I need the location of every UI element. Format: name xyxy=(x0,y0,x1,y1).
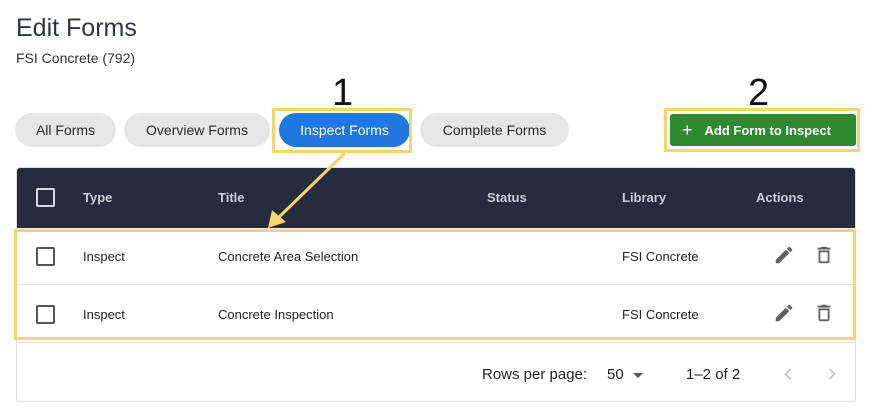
delete-trash-icon[interactable] xyxy=(813,244,835,266)
tab-overview-forms[interactable]: Overview Forms xyxy=(124,113,270,147)
previous-page-icon[interactable] xyxy=(777,363,799,385)
row-library: FSI Concrete xyxy=(622,249,699,264)
row-title: Concrete Area Selection xyxy=(218,249,359,264)
rows-per-page-label: Rows per page: xyxy=(482,366,588,383)
row-checkbox[interactable] xyxy=(36,247,55,266)
column-header-actions: Actions xyxy=(756,190,804,205)
pagination-range: 1–2 of 2 xyxy=(686,366,741,383)
row-library: FSI Concrete xyxy=(622,307,699,322)
table-pagination: Rows per page: 50 1–2 of 2 xyxy=(17,344,855,401)
add-form-button[interactable]: + Add Form to Inspect xyxy=(670,114,856,146)
table-row[interactable]: Inspect Concrete Area Selection FSI Conc… xyxy=(17,228,855,285)
row-type: Inspect xyxy=(83,307,125,322)
next-page-icon[interactable] xyxy=(821,363,843,385)
row-type: Inspect xyxy=(83,249,125,264)
step-number-1: 1 xyxy=(332,72,354,114)
table-row[interactable]: Inspect Concrete Inspection FSI Concrete xyxy=(17,286,855,343)
tab-all-forms[interactable]: All Forms xyxy=(15,113,116,147)
edit-pencil-icon[interactable] xyxy=(773,244,795,266)
dropdown-arrow-icon xyxy=(633,373,643,378)
tab-complete-forms[interactable]: Complete Forms xyxy=(420,113,569,147)
column-header-title[interactable]: Title xyxy=(218,190,245,205)
rows-per-page-select[interactable]: 50 xyxy=(607,366,647,383)
select-all-checkbox[interactable] xyxy=(36,188,55,207)
delete-trash-icon[interactable] xyxy=(813,302,835,324)
step-number-2: 2 xyxy=(748,72,770,114)
add-form-button-label: Add Form to Inspect xyxy=(704,122,831,138)
row-title: Concrete Inspection xyxy=(218,307,334,322)
forms-table: Type Title Status Library Actions Inspec… xyxy=(16,167,856,402)
tab-inspect-forms[interactable]: Inspect Forms xyxy=(279,113,410,147)
edit-pencil-icon[interactable] xyxy=(773,302,795,324)
page-title: Edit Forms xyxy=(16,14,137,42)
row-checkbox[interactable] xyxy=(36,305,55,324)
column-header-type[interactable]: Type xyxy=(83,190,113,205)
rows-per-page-value: 50 xyxy=(607,366,624,383)
table-header: Type Title Status Library Actions xyxy=(17,168,855,228)
page-subtitle: FSI Concrete (792) xyxy=(16,50,136,66)
column-header-library[interactable]: Library xyxy=(622,190,667,205)
plus-icon: + xyxy=(682,120,693,140)
column-header-status[interactable]: Status xyxy=(487,190,527,205)
